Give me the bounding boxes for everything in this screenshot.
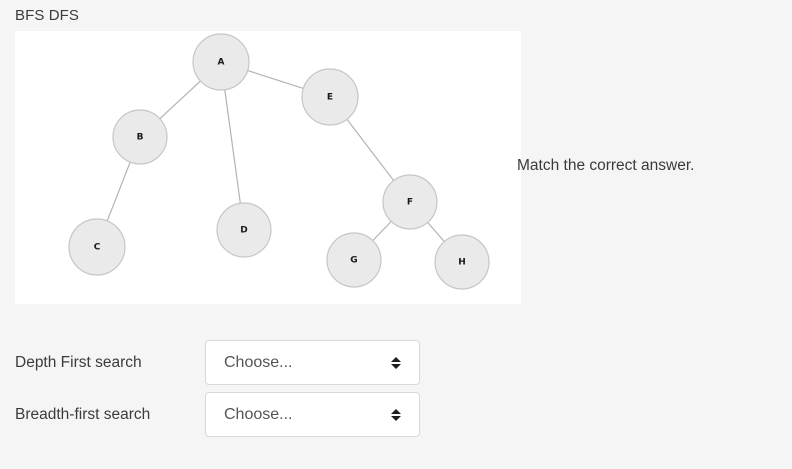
match-label-breadth-first: Breadth-first search	[15, 405, 151, 423]
graph-node-g: G	[326, 232, 382, 288]
graph-node-d: D	[216, 202, 272, 258]
graph-edges-group	[105, 69, 447, 244]
graph-node-circle-h	[434, 234, 490, 290]
graph-image-panel: A B C D E F G H	[15, 31, 521, 304]
graph-edge-b-c	[105, 160, 132, 224]
graph-node-circle-g	[326, 232, 382, 288]
select-breadth-first-search[interactable]: Choose...	[205, 392, 420, 437]
graph-node-circle-e	[301, 68, 359, 126]
select-depth-first-value: Choose...	[224, 353, 293, 371]
chevron-updown-icon	[390, 406, 402, 424]
select-breadth-first-value: Choose...	[224, 405, 293, 423]
instruction-text: Match the correct answer.	[517, 157, 695, 174]
graph-node-circle-b	[112, 109, 168, 165]
match-form: Depth First search Choose... Breadth-fir…	[15, 340, 425, 444]
graph-edge-e-f	[345, 117, 396, 183]
page-title: BFS DFS	[15, 7, 80, 24]
graph-nodes-group: A B C D E F G H	[68, 33, 490, 290]
select-depth-first-search[interactable]: Choose...	[205, 340, 420, 385]
graph-node-label-b: B	[137, 133, 144, 143]
graph-node-label-g: G	[350, 256, 357, 266]
graph-node-label-h: H	[458, 258, 466, 268]
match-label-depth-first: Depth First search	[15, 353, 142, 371]
graph-node-b: B	[112, 109, 168, 165]
graph-edge-a-e	[245, 69, 306, 90]
graph-node-h: H	[434, 234, 490, 290]
graph-edge-a-d	[223, 87, 242, 206]
graph-node-label-c: C	[94, 243, 101, 253]
graph-diagram: A B C D E F G H	[68, 33, 490, 290]
graph-node-label-a: A	[218, 58, 225, 68]
graph-edge-f-h	[425, 220, 447, 244]
graph-edge-f-g	[370, 219, 394, 243]
graph-node-circle-d	[216, 202, 272, 258]
graph-node-circle-f	[382, 174, 438, 230]
match-row-depth-first: Depth First search Choose...	[15, 340, 425, 385]
graph-node-c: C	[68, 218, 126, 276]
match-row-breadth-first: Breadth-first search Choose...	[15, 392, 425, 437]
chevron-updown-icon	[390, 354, 402, 372]
graph-node-label-e: E	[327, 93, 333, 103]
graph-node-f: F	[382, 174, 438, 230]
graph-node-a: A	[192, 33, 250, 91]
graph-node-circle-a	[192, 33, 250, 91]
graph-node-circle-c	[68, 218, 126, 276]
graph-node-label-f: F	[407, 198, 413, 208]
graph-edge-a-b	[157, 79, 203, 121]
graph-node-label-d: D	[240, 226, 247, 236]
graph-node-e: E	[301, 68, 359, 126]
